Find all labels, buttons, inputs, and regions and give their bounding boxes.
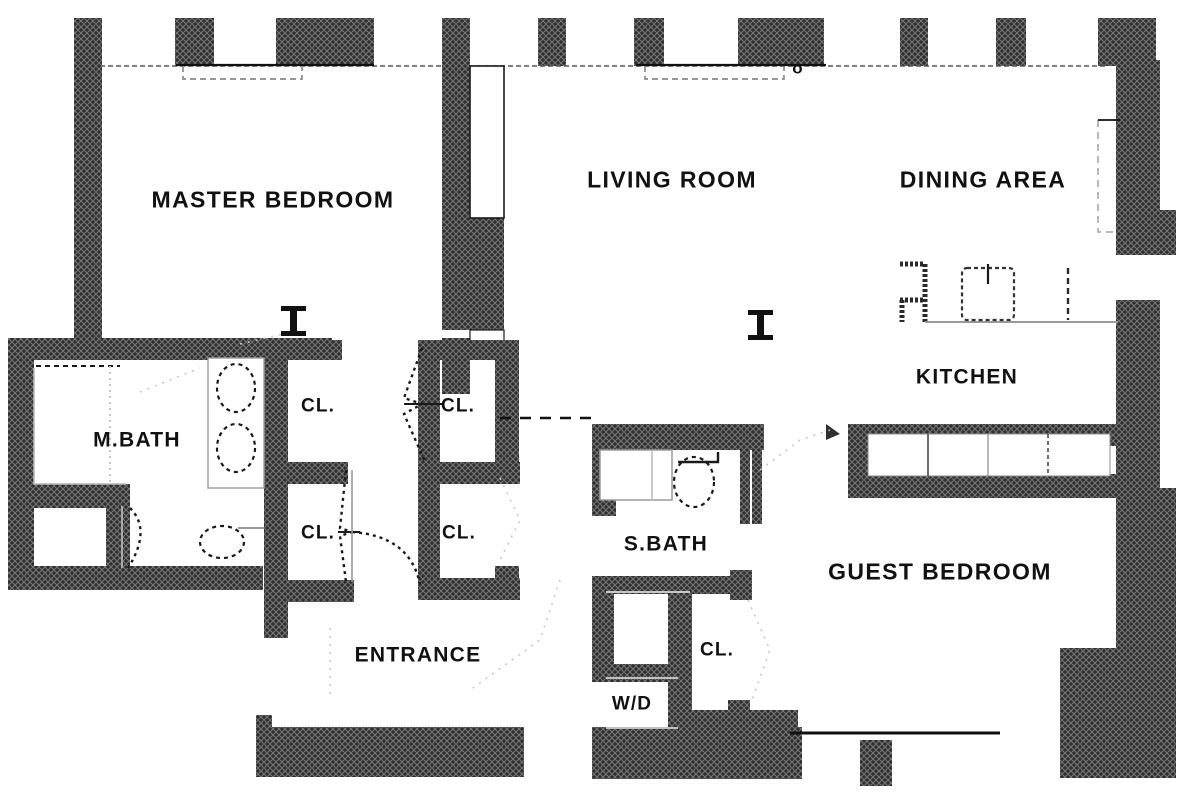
closet-divider-vertical-c — [495, 340, 519, 480]
room-label-closet-2: CL. — [440, 395, 476, 417]
right-corner-return — [1116, 528, 1176, 778]
sbath-fixtures — [599, 449, 720, 509]
door-swings — [338, 347, 442, 585]
outlet-marker: o — [792, 58, 804, 78]
left-exterior-wall-upper — [74, 18, 102, 340]
right-exterior-wall-upper — [1116, 60, 1160, 210]
wd-mid-band — [592, 664, 692, 682]
closet-niche-living — [469, 65, 505, 219]
mbath-left-exterior-wall — [8, 338, 34, 588]
room-label-closet-5: CL. — [699, 639, 735, 661]
sbath-tub — [599, 449, 673, 501]
kitchen-base-cabinets — [867, 433, 1111, 477]
walls-layer — [8, 18, 1176, 786]
facade-window-line — [100, 63, 1106, 67]
bottom-wall-left — [256, 727, 524, 777]
right-exterior-wall-mid — [1116, 300, 1160, 490]
bottom-wall-center — [592, 727, 802, 779]
sink-basin — [215, 422, 257, 474]
sbath-right-wall-outer — [752, 424, 762, 524]
window-sill-detail — [182, 66, 785, 80]
sbath-top-wall — [592, 424, 764, 450]
top-wall-piers — [74, 18, 1156, 66]
i-beam-column — [281, 306, 306, 336]
room-label-dining-area: DINING AREA — [899, 166, 1067, 193]
room-label-entrance: ENTRANCE — [354, 643, 482, 667]
closet3-bifold — [338, 469, 356, 583]
central-wall-head — [442, 18, 470, 68]
i-beam-column — [748, 310, 773, 340]
wd-left-wall — [592, 576, 614, 680]
kitchen-counter-bottom-edge — [848, 474, 1120, 498]
room-label-s-bath: S.BATH — [623, 532, 709, 556]
entrance-stub-wall — [264, 580, 288, 638]
soft-guide-lines — [139, 329, 831, 701]
room-label-kitchen: KITCHEN — [915, 365, 1019, 389]
room-label-laundry: W/D — [611, 693, 653, 715]
bottom-wall-left-return — [256, 715, 272, 777]
closet5-corner-post — [730, 570, 752, 600]
washer-dryer-symbol — [606, 591, 690, 729]
mbath-toilet-partition — [106, 484, 130, 580]
room-label-living-room: LIVING ROOM — [587, 166, 757, 193]
room-label-m-bath: M.BATH — [93, 428, 181, 452]
closet-header-wall-east — [418, 340, 518, 360]
closet-mid-band-east — [418, 462, 520, 484]
room-label-master-bedroom: MASTER BEDROOM — [151, 186, 395, 213]
room-label-closet-1: CL. — [300, 395, 336, 417]
dining-right-opening — [1097, 120, 1118, 233]
central-wall-thick-section — [442, 218, 504, 330]
closet-mid-band-west — [264, 462, 348, 484]
guest-bedroom-window-wall — [826, 424, 840, 440]
closet-bottom-band-east — [418, 578, 520, 600]
closet3-door-arc — [351, 530, 422, 585]
room-label-closet-3: CL. — [300, 522, 336, 544]
toilet-bowl — [198, 524, 246, 560]
closet-corner-east — [495, 566, 519, 600]
shower-door-swing — [126, 507, 142, 569]
room-label-closet-4: CL. — [441, 522, 477, 544]
sink-basin — [215, 362, 257, 414]
closet5-bottom-notch — [728, 700, 750, 722]
room-label-guest-bedroom: GUEST BEDROOM — [828, 558, 1052, 585]
toilet-bowl — [672, 455, 716, 509]
right-wall-pier-b — [1116, 488, 1176, 530]
bottom-wall-pier — [860, 740, 892, 786]
kitchen-upper-run — [899, 261, 1118, 323]
sbath-right-wall-inner — [740, 424, 750, 524]
right-wall-pier-a — [1116, 210, 1176, 255]
mbath-fixtures — [33, 357, 265, 569]
vanity-cabinet — [207, 357, 265, 489]
mbath-bottom-wall — [8, 566, 263, 590]
